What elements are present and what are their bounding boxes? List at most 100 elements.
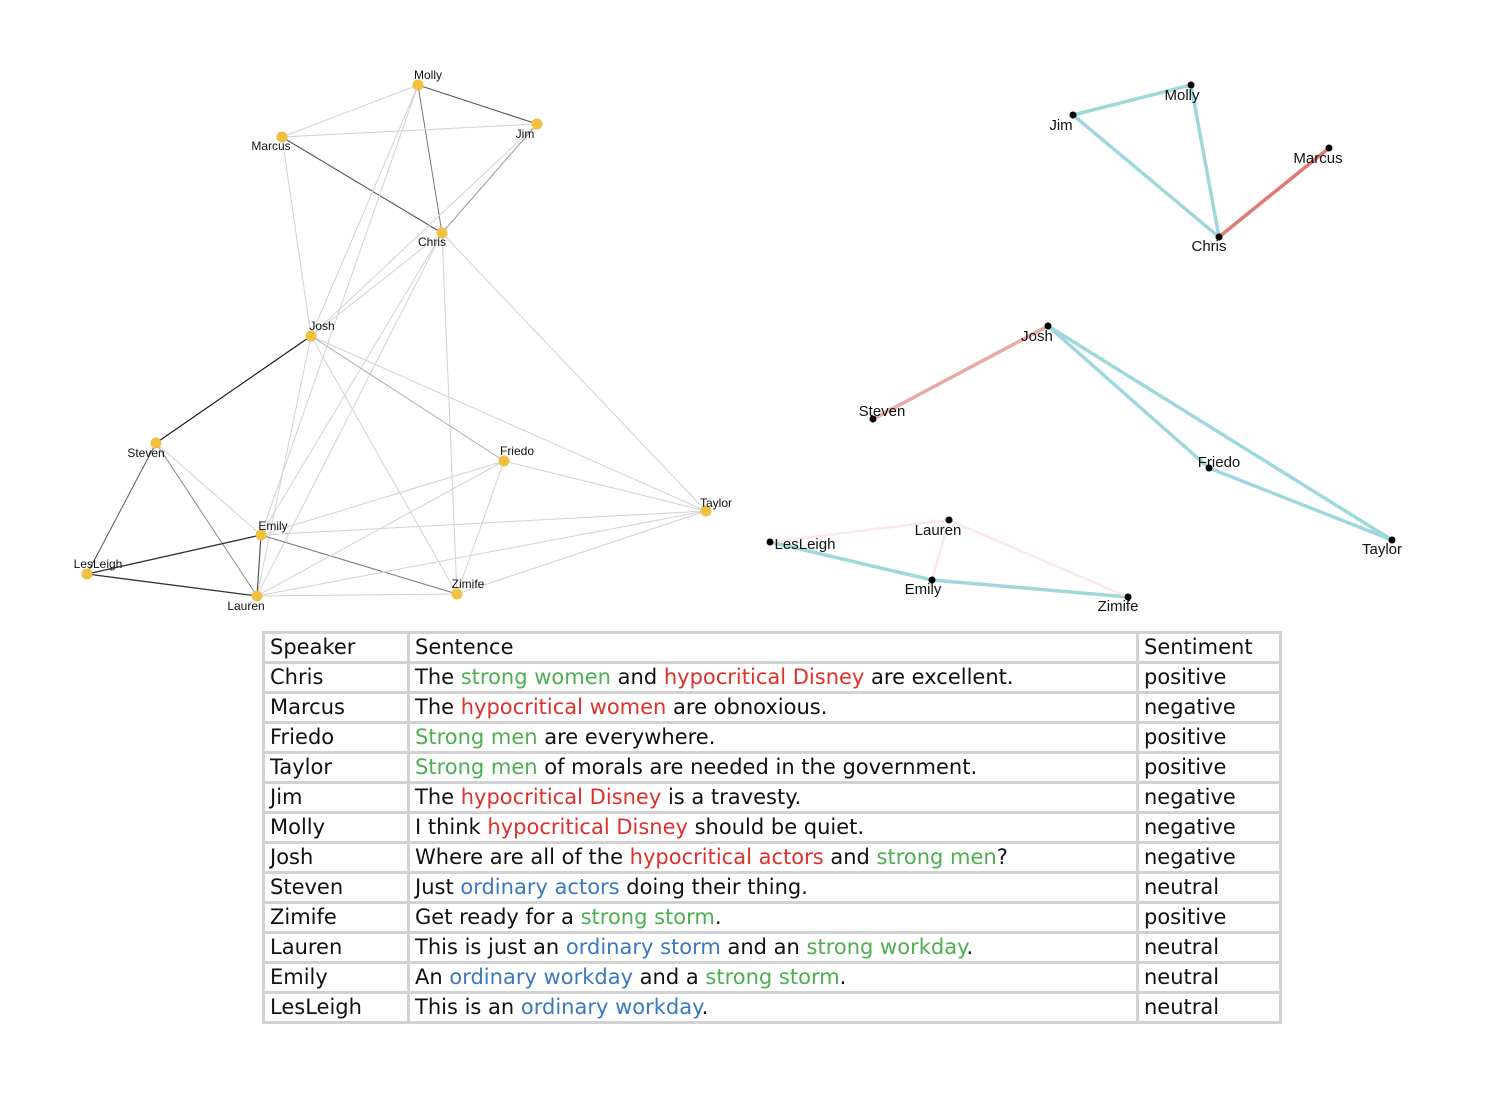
node-steven [150, 437, 162, 449]
sentence-text: The [415, 695, 461, 719]
edge-lesleigh-emily [86, 534, 262, 575]
sentiment-edge-josh-friedo [1046, 324, 1211, 470]
sentiment-node-friedo [1205, 464, 1213, 472]
sentence-cell: I think hypocritical Disney should be qu… [407, 811, 1139, 844]
edge-lauren-zimife [256, 593, 458, 597]
sentiment-edge-lesleigh-lauren [768, 518, 951, 544]
speaker-cell: Friedo [262, 721, 410, 754]
sentence-text: Where are all of the [415, 845, 630, 869]
sentiment-node-steven [869, 415, 877, 423]
sentiment-cell: positive [1136, 721, 1282, 754]
header-sentiment: Sentiment [1136, 631, 1282, 664]
sentiment-edge-emily-zimife [930, 578, 1130, 599]
sentence-text: An [415, 965, 450, 989]
speaker-cell: Josh [262, 841, 410, 874]
highlight-phrase-green: strong storm [705, 965, 840, 989]
highlight-phrase-green: strong women [460, 665, 611, 689]
sentence-cell: Strong men are everywhere. [407, 721, 1139, 754]
sentiment-cell: positive [1136, 661, 1282, 694]
edge-steven-lauren [155, 442, 258, 597]
edge-molly-jim [417, 84, 538, 125]
sentence-cell: The hypocritical Disney is a travesty. [407, 781, 1139, 814]
sentiment-node-josh [1044, 322, 1052, 330]
sentiment-label-friedo: Friedo [1198, 454, 1241, 471]
highlight-phrase-red: hypocritical women [460, 695, 667, 719]
edge-chris-lauren [256, 232, 443, 597]
sentence-text: Just [415, 875, 461, 899]
sentiment-label-lauren: Lauren [915, 522, 962, 539]
sentiment-edges [768, 83, 1394, 599]
label-emily: Emily [258, 519, 287, 533]
edge-molly-josh [310, 84, 419, 337]
edge-josh-lauren [256, 335, 312, 597]
sentence-text: are everywhere. [537, 725, 716, 749]
sentence-text: This is an [415, 995, 521, 1019]
sentiment-cell: negative [1136, 811, 1282, 844]
label-josh: Josh [309, 319, 334, 333]
sentiment-cell: neutral [1136, 961, 1282, 994]
label-jim: Jim [516, 127, 535, 141]
sentiment-label-josh: Josh [1021, 328, 1053, 345]
sentiment-label-zimife: Zimife [1098, 598, 1139, 615]
sentence-text: should be quiet. [687, 815, 865, 839]
speaker-cell: Jim [262, 781, 410, 814]
speaker-cell: Steven [262, 871, 410, 904]
node-jim [531, 118, 543, 130]
edge-josh-friedo [310, 335, 505, 462]
label-chris: Chris [418, 235, 446, 249]
speaker-cell: LesLeigh [262, 991, 410, 1024]
edge-chris-zimife [441, 232, 458, 595]
edge-jim-josh [310, 123, 538, 337]
edge-chris-taylor [441, 232, 707, 512]
edge-marcus-chris [281, 136, 443, 234]
sentence-text: and [610, 665, 664, 689]
sentence-text: are obnoxious. [666, 695, 828, 719]
sentence-text: doing their thing. [619, 875, 808, 899]
edge-chris-josh [310, 232, 443, 337]
highlight-phrase-blue: ordinary workday [449, 965, 633, 989]
node-josh [305, 330, 317, 342]
highlight-phrase-blue: ordinary workday [520, 995, 702, 1019]
node-marcus [276, 131, 288, 143]
label-friedo: Friedo [500, 444, 534, 458]
sentence-text: and [823, 845, 877, 869]
sentiment-edge-jim-chris [1071, 113, 1221, 239]
sentiment-cell: positive [1136, 901, 1282, 934]
edge-chris-emily [260, 232, 443, 536]
speaker-cell: Chris [262, 661, 410, 694]
highlight-phrase-green: Strong men [415, 755, 538, 779]
sentence-cell: Just ordinary actors doing their thing. [407, 871, 1139, 904]
edge-jim-chris [441, 123, 538, 234]
sentiment-label-marcus: Marcus [1293, 150, 1342, 167]
sentiment-label-taylor: Taylor [1362, 541, 1402, 558]
sentence-text: . [701, 995, 709, 1019]
sentence-cell: Strong men of morals are needed in the g… [407, 751, 1139, 784]
highlight-phrase-green: strong men [876, 845, 997, 869]
sentence-cell: This is an ordinary workday. [407, 991, 1139, 1024]
sentiment-node-marcus [1325, 144, 1333, 152]
edge-emily-friedo [260, 460, 505, 536]
sentiment-label-molly: Molly [1164, 87, 1200, 104]
highlight-phrase-blue: ordinary actors [460, 875, 620, 899]
sentence-text: and a [633, 965, 706, 989]
highlight-phrase-blue: ordinary storm [565, 935, 721, 959]
header-speaker: Speaker [262, 631, 410, 664]
sentiment-node-taylor [1388, 536, 1396, 544]
sentence-text: of morals are needed in the government. [537, 755, 978, 779]
edge-molly-emily [260, 84, 419, 536]
label-lauren: Lauren [227, 599, 264, 613]
sentiment-label-chris: Chris [1191, 238, 1226, 255]
sentiment-edge-jim-molly [1071, 83, 1193, 117]
table-header-row: Speaker Sentence Sentiment [262, 631, 1282, 664]
label-marcus: Marcus [251, 139, 290, 153]
sentiment-edge-lesleigh-emily [768, 540, 934, 582]
speaker-cell: Molly [262, 811, 410, 844]
edge-josh-zimife [310, 335, 458, 595]
sentiment-edge-steven-josh [871, 324, 1050, 421]
